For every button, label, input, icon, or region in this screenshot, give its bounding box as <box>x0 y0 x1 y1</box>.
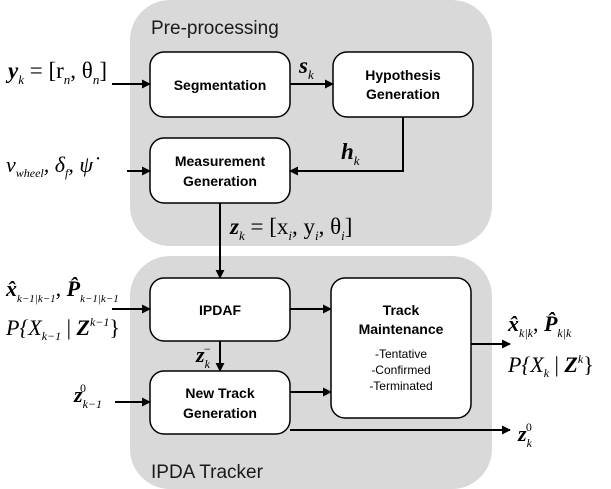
hypothesis-generation-label-line2: Generation <box>366 86 440 102</box>
track-state-tentative: -Tentative <box>375 347 427 361</box>
track-maintenance-block: Track Maintenance -Tentative -Confirmed … <box>330 277 472 419</box>
hypothesis-signal-h: hk <box>341 139 360 168</box>
segment-signal-s: sk <box>298 53 314 82</box>
ipdaf-block: IPDAF <box>149 277 291 342</box>
segmentation-label: Segmentation <box>174 77 267 93</box>
posterior-state-estimate: x̂k|k, P̂k|k <box>507 311 572 340</box>
new-track-generation-label-line2: Generation <box>183 405 257 421</box>
arrow-hypothesis-to-measurement <box>289 117 404 176</box>
output-unassociated-measurements: zk0 <box>517 420 533 450</box>
measurement-generation-label-line1: Measurement <box>175 153 266 169</box>
preprocessing-label: Pre-processing <box>151 18 279 39</box>
track-maintenance-label-line2: Maintenance <box>359 321 444 337</box>
vehicle-input-signals: vwheel, δf, ψ̇ <box>6 152 100 180</box>
segmentation-block: Segmentation <box>149 51 291 118</box>
measurement-generation-block: Measurement Generation <box>149 137 291 204</box>
prior-existence-probability: P{Xk−1 | Zk−1} <box>5 315 120 343</box>
track-state-confirmed: -Confirmed <box>371 363 430 377</box>
measurement-generation-label-line2: Generation <box>183 173 257 189</box>
previous-unassociated-measurements: zk−10 <box>73 381 102 411</box>
new-track-generation-block: New Track Generation <box>149 370 291 435</box>
track-maintenance-label-line1: Track <box>383 302 420 318</box>
ipdaf-label: IPDAF <box>199 302 241 318</box>
hypothesis-generation-block: Hypothesis Generation <box>332 51 474 118</box>
prior-state-estimate: x̂k−1|k−1, P̂k−1|k−1 <box>5 276 119 305</box>
measurement-input-y: yk = [rn, θn] <box>5 58 107 87</box>
track-state-terminated: -Terminated <box>369 379 432 393</box>
unassociated-measurements-z: zk− <box>195 342 211 371</box>
measurement-signal-z: zk = [xi, yi, θi] <box>229 214 352 243</box>
new-track-generation-label-line1: New Track <box>185 385 254 401</box>
ipda-tracker-label: IPDA Tracker <box>151 462 264 483</box>
posterior-existence-probability: P{Xk | Zk} <box>507 352 594 380</box>
hypothesis-generation-label-line1: Hypothesis <box>365 67 441 83</box>
